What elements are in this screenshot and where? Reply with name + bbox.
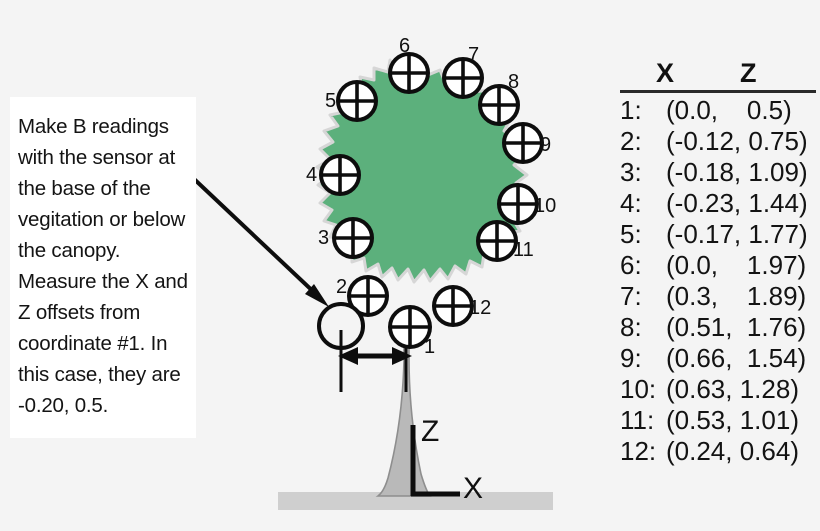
marker-label-11: 11 [513, 239, 534, 261]
z-axis-label: Z [421, 415, 440, 448]
x-axis-label: X [463, 472, 484, 505]
marker-label-2: 2 [336, 276, 348, 298]
table-row: 6: (0.0, 1.97) [620, 250, 816, 281]
table-row: 8: (0.51, 1.76) [620, 312, 816, 343]
table-row: 3: (-0.18, 1.09) [620, 157, 816, 188]
x-offset-arrow [338, 347, 412, 365]
marker-label-1: 1 [424, 336, 436, 358]
coordinate-index: 8: [620, 312, 642, 342]
marker-8[interactable] [478, 84, 520, 126]
coordinate-index: 12: [620, 436, 657, 466]
coordinate-value: (0.53, 1.01) [666, 405, 799, 435]
coordinate-value: (0.66, 1.54) [666, 343, 807, 373]
coordinate-value: (-0.18, 1.09) [666, 157, 808, 187]
table-row: 12: (0.24, 0.64) [620, 436, 816, 467]
coordinate-table-body: 1: (0.0, 0.5) 2: (-0.12, 0.75) 3: (-0.18, 1.0… [620, 95, 816, 467]
column-header-x: X [656, 58, 675, 88]
table-row: 11: (0.53, 1.01) [620, 405, 816, 436]
axis-lines [410, 425, 460, 497]
marker-label-8: 8 [508, 71, 520, 93]
marker-5[interactable] [336, 80, 378, 122]
marker-12[interactable] [432, 285, 474, 327]
instruction-text: Make B readings with the sensor at the b… [18, 115, 194, 417]
marker-label-3: 3 [318, 227, 330, 249]
table-row: 7: (0.3, 1.89) [620, 281, 816, 312]
coordinate-index: 7: [620, 281, 642, 311]
coordinate-table: X Z 1: (0.0, 0.5) 2: (-0.12, 0.75) 3: (-0.18,… [620, 58, 816, 467]
coordinate-value: (0.0, 0.5) [666, 95, 792, 125]
marker-label-7: 7 [468, 44, 480, 66]
coordinate-index: 9: [620, 343, 642, 373]
coordinate-table-header: X Z [620, 58, 816, 93]
table-row: 1: (0.0, 0.5) [620, 95, 816, 126]
coordinate-value: (-0.12, 0.75) [666, 126, 808, 156]
coordinate-value: (0.51, 1.76) [666, 312, 807, 342]
marker-label-10: 10 [534, 195, 557, 217]
marker-6[interactable] [388, 52, 430, 94]
marker-2[interactable] [347, 275, 389, 317]
table-row: 9: (0.66, 1.54) [620, 343, 816, 374]
coordinate-index: 2: [620, 126, 642, 156]
coordinate-index: 10: [620, 374, 657, 404]
instruction-callout-box: Make B readings with the sensor at the b… [10, 97, 196, 438]
marker-7[interactable] [442, 57, 484, 99]
marker-1[interactable] [388, 305, 432, 349]
table-row: 2: (-0.12, 0.75) [620, 126, 816, 157]
coordinate-value: (0.0, 1.97) [666, 250, 807, 280]
column-header-z: Z [740, 58, 757, 88]
coordinate-index: 5: [620, 219, 642, 249]
canopy-markers [319, 52, 544, 349]
coordinate-index: 11: [620, 405, 655, 435]
coordinate-value: (-0.17, 1.77) [666, 219, 808, 249]
marker-9[interactable] [502, 122, 544, 164]
marker-label-4: 4 [306, 164, 318, 186]
marker-label-12: 12 [469, 297, 492, 319]
marker-3[interactable] [332, 217, 374, 259]
marker-label-6: 6 [399, 35, 411, 57]
marker-10[interactable] [497, 183, 539, 225]
callout-arrow [191, 176, 329, 307]
marker-4[interactable] [319, 154, 361, 196]
coordinate-index: 4: [620, 188, 642, 218]
coordinate-value: (-0.23, 1.44) [666, 188, 808, 218]
table-row: 5: (-0.17, 1.77) [620, 219, 816, 250]
coordinate-index: 6: [620, 250, 642, 280]
coordinate-value: (0.3, 1.89) [666, 281, 807, 311]
table-row: 4: (-0.23, 1.44) [620, 188, 816, 219]
ground-strip [278, 492, 553, 510]
sensor-position-marker[interactable] [317, 302, 365, 392]
coordinate-value: (0.63, 1.28) [666, 374, 799, 404]
marker-label-9: 9 [540, 134, 552, 156]
marker-11[interactable] [476, 220, 518, 262]
coordinate-index: 3: [620, 157, 642, 187]
coordinate-value: (0.24, 0.64) [666, 436, 799, 466]
coordinate-index: 1: [620, 95, 642, 125]
marker-label-5: 5 [325, 90, 337, 112]
table-row: 10: (0.63, 1.28) [620, 374, 816, 405]
